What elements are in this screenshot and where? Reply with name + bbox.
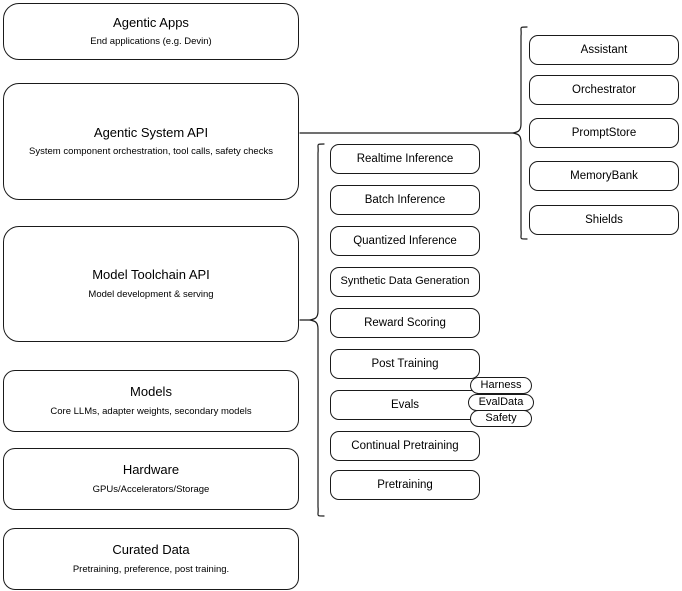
capability-post-training[interactable]: Post Training xyxy=(330,349,480,379)
agentic-component-label: MemoryBank xyxy=(570,169,638,182)
agentic-component-orchestrator[interactable]: Orchestrator xyxy=(529,75,679,105)
evals-tag-safety[interactable]: Safety xyxy=(470,410,532,427)
stack-layer-subtitle: System component orchestration, tool cal… xyxy=(29,146,273,158)
capability-label: Batch Inference xyxy=(364,193,446,206)
capability-reward-scoring[interactable]: Reward Scoring xyxy=(330,308,480,338)
stack-layer-title: Model Toolchain API xyxy=(92,267,210,283)
agentic-component-shields[interactable]: Shields xyxy=(529,205,679,235)
stack-layer-curated-data[interactable]: Curated Data Pretraining, preference, po… xyxy=(3,528,299,590)
stack-layer-subtitle: GPUs/Accelerators/Storage xyxy=(92,483,210,495)
capability-label: Post Training xyxy=(371,357,439,370)
capability-label: Evals xyxy=(390,398,420,411)
stack-layer-subtitle: Model development & serving xyxy=(88,288,214,300)
agentic-components-bracket xyxy=(512,26,528,240)
stack-layer-title: Agentic System API xyxy=(93,124,209,140)
stack-layer-title: Agentic Apps xyxy=(113,14,189,30)
capability-label: Synthetic Data Generation xyxy=(340,275,470,288)
stack-layer-models[interactable]: Models Core LLMs, adapter weights, secon… xyxy=(3,370,299,432)
agentic-component-label: PromptStore xyxy=(571,126,637,139)
agentic-component-label: Orchestrator xyxy=(572,83,636,96)
stack-layer-model-toolchain-api[interactable]: Model Toolchain API Model development & … xyxy=(3,226,299,342)
stack-layer-title: Curated Data xyxy=(112,542,190,558)
evals-tag-label: Safety xyxy=(485,412,517,424)
stack-layer-agentic-apps[interactable]: Agentic Apps End applications (e.g. Devi… xyxy=(3,3,299,60)
agentic-component-assistant[interactable]: Assistant xyxy=(529,35,679,65)
evals-tag-harness[interactable]: Harness xyxy=(470,377,532,394)
capability-label: Realtime Inference xyxy=(356,152,454,165)
stack-layer-subtitle: Pretraining, preference, post training. xyxy=(72,563,230,575)
agentic-component-memorybank[interactable]: MemoryBank xyxy=(529,161,679,191)
capability-continual-pretraining[interactable]: Continual Pretraining xyxy=(330,431,480,461)
capability-synthetic-data-generation[interactable]: Synthetic Data Generation xyxy=(330,267,480,297)
agentic-component-label: Assistant xyxy=(580,43,628,56)
evals-tag-label: EvalData xyxy=(478,396,524,408)
stack-layer-hardware[interactable]: Hardware GPUs/Accelerators/Storage xyxy=(3,448,299,510)
capability-evals[interactable]: Evals xyxy=(330,390,480,420)
stack-layer-subtitle: Core LLMs, adapter weights, secondary mo… xyxy=(50,405,252,417)
capability-quantized-inference[interactable]: Quantized Inference xyxy=(330,226,480,256)
capability-label: Continual Pretraining xyxy=(351,439,459,452)
stack-layer-title: Hardware xyxy=(122,462,180,478)
toolchain-capabilities-bracket xyxy=(309,143,325,517)
capability-label: Pretraining xyxy=(377,478,433,491)
capability-realtime-inference[interactable]: Realtime Inference xyxy=(330,144,480,174)
capability-label: Reward Scoring xyxy=(364,316,446,329)
evals-tag-label: Harness xyxy=(480,379,522,391)
stack-layer-title: Models xyxy=(130,384,172,400)
agentic-component-label: Shields xyxy=(585,213,623,226)
capability-batch-inference[interactable]: Batch Inference xyxy=(330,185,480,215)
stack-layer-agentic-system-api[interactable]: Agentic System API System component orch… xyxy=(3,83,299,200)
capability-pretraining[interactable]: Pretraining xyxy=(330,470,480,500)
capability-label: Quantized Inference xyxy=(353,234,457,247)
evals-tag-evaldata[interactable]: EvalData xyxy=(468,394,534,411)
stack-layer-subtitle: End applications (e.g. Devin) xyxy=(90,36,212,48)
agentic-component-promptstore[interactable]: PromptStore xyxy=(529,118,679,148)
